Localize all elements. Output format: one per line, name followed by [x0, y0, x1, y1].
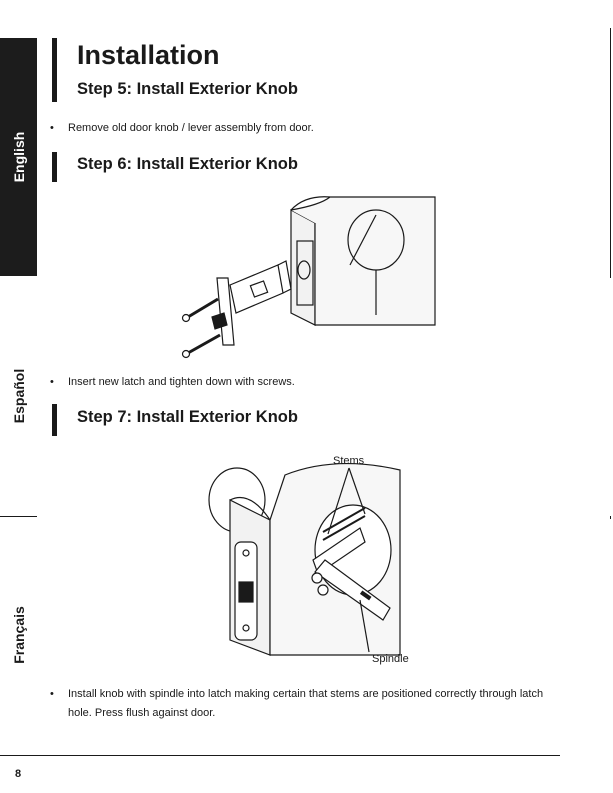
sidebar-divider	[0, 516, 37, 517]
step-6-accent-bar	[52, 152, 57, 182]
step-6-heading: Step 6: Install Exterior Knob	[77, 155, 298, 173]
step-7-accent-bar	[52, 404, 57, 436]
page-title: Installation	[77, 40, 220, 70]
step-7-knob-illustration: Stems Spindle	[208, 455, 409, 665]
step-6-latch-illustration	[181, 196, 436, 359]
right-edge-mark	[610, 28, 611, 278]
right-edge-tick	[610, 516, 611, 519]
step-7-heading: Step 7: Install Exterior Knob	[77, 408, 298, 426]
bullet-dot: •	[50, 122, 54, 134]
page-number: 8	[15, 768, 22, 780]
sidebar-tab-espanol[interactable]: Español	[0, 276, 37, 516]
sidebar-tab-espanol-label: Español	[10, 368, 27, 424]
stems-label: Stems	[333, 455, 365, 467]
sidebar-tab-francais-label: Français	[10, 606, 27, 664]
title-accent-bar	[52, 38, 57, 102]
bullet-dot: •	[50, 376, 54, 388]
bullet-dot: •	[50, 688, 54, 700]
sidebar-tab-francais[interactable]: Français	[0, 520, 37, 750]
step-7-bullet-text: Install knob with spindle into latch mak…	[68, 688, 544, 719]
step-5-bullet-text: Remove old door knob / lever assembly fr…	[68, 122, 314, 134]
sidebar-tab-english[interactable]: English	[0, 38, 37, 276]
footer-rule	[0, 755, 560, 756]
step-6-bullet-text: Insert new latch and tighten down with s…	[68, 376, 295, 388]
sidebar-tab-english-label: English	[10, 131, 27, 183]
spindle-label: Spindle	[372, 653, 409, 665]
step-5-heading: Step 5: Install Exterior Knob	[77, 80, 298, 98]
